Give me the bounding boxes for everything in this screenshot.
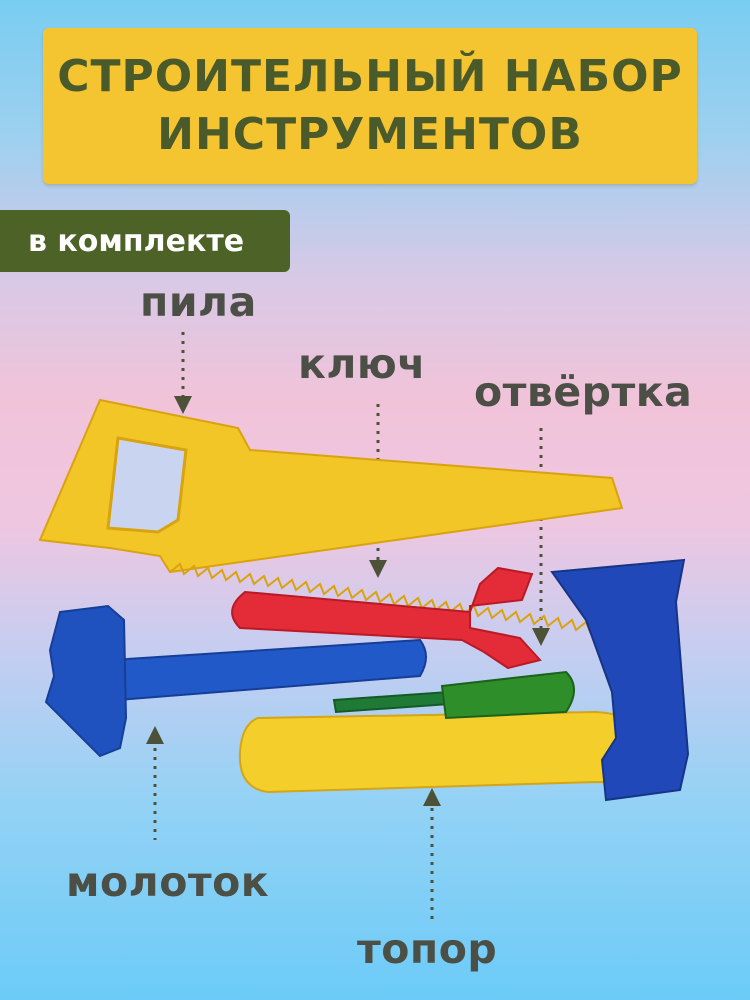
title-line-1: СТРОИТЕЛЬНЫЙ НАБОР — [57, 51, 683, 102]
wrench-body — [231, 566, 542, 670]
title-line-2: ИНСТРУМЕНТОВ — [157, 109, 583, 160]
wrench-toy — [231, 566, 542, 670]
axe-head — [550, 558, 690, 802]
wrench-arrow-head — [369, 560, 387, 578]
saw-handle-hole — [106, 436, 188, 534]
screwdriver-label: отвёртка — [474, 368, 693, 416]
saw-toy — [38, 398, 624, 637]
screwdriver-toy — [332, 670, 575, 720]
screwdriver-arrow-head — [532, 628, 550, 646]
axe-handle — [238, 710, 652, 794]
axe-arrow-head — [423, 788, 441, 806]
saw-teeth — [169, 562, 619, 637]
in-set-badge: в комплекте — [0, 210, 290, 272]
saw-label: пила — [140, 278, 257, 326]
in-set-badge-text: в комплекте — [28, 223, 245, 259]
title-banner: СТРОИТЕЛЬНЫЙ НАБОР ИНСТРУМЕНТОВ — [43, 28, 697, 184]
hammer-head — [44, 604, 128, 758]
hammer-label: молоток — [66, 858, 270, 906]
hammer-arrow-head — [146, 726, 164, 744]
wrench-label: ключ — [298, 340, 426, 388]
axe-label: топор — [357, 925, 498, 973]
saw-arrow-head — [174, 396, 192, 414]
screwdriver-handle — [440, 670, 575, 720]
screwdriver-shaft — [332, 690, 452, 714]
hammer-handle — [110, 638, 427, 702]
axe-toy — [238, 558, 690, 802]
hammer-toy — [44, 604, 427, 758]
